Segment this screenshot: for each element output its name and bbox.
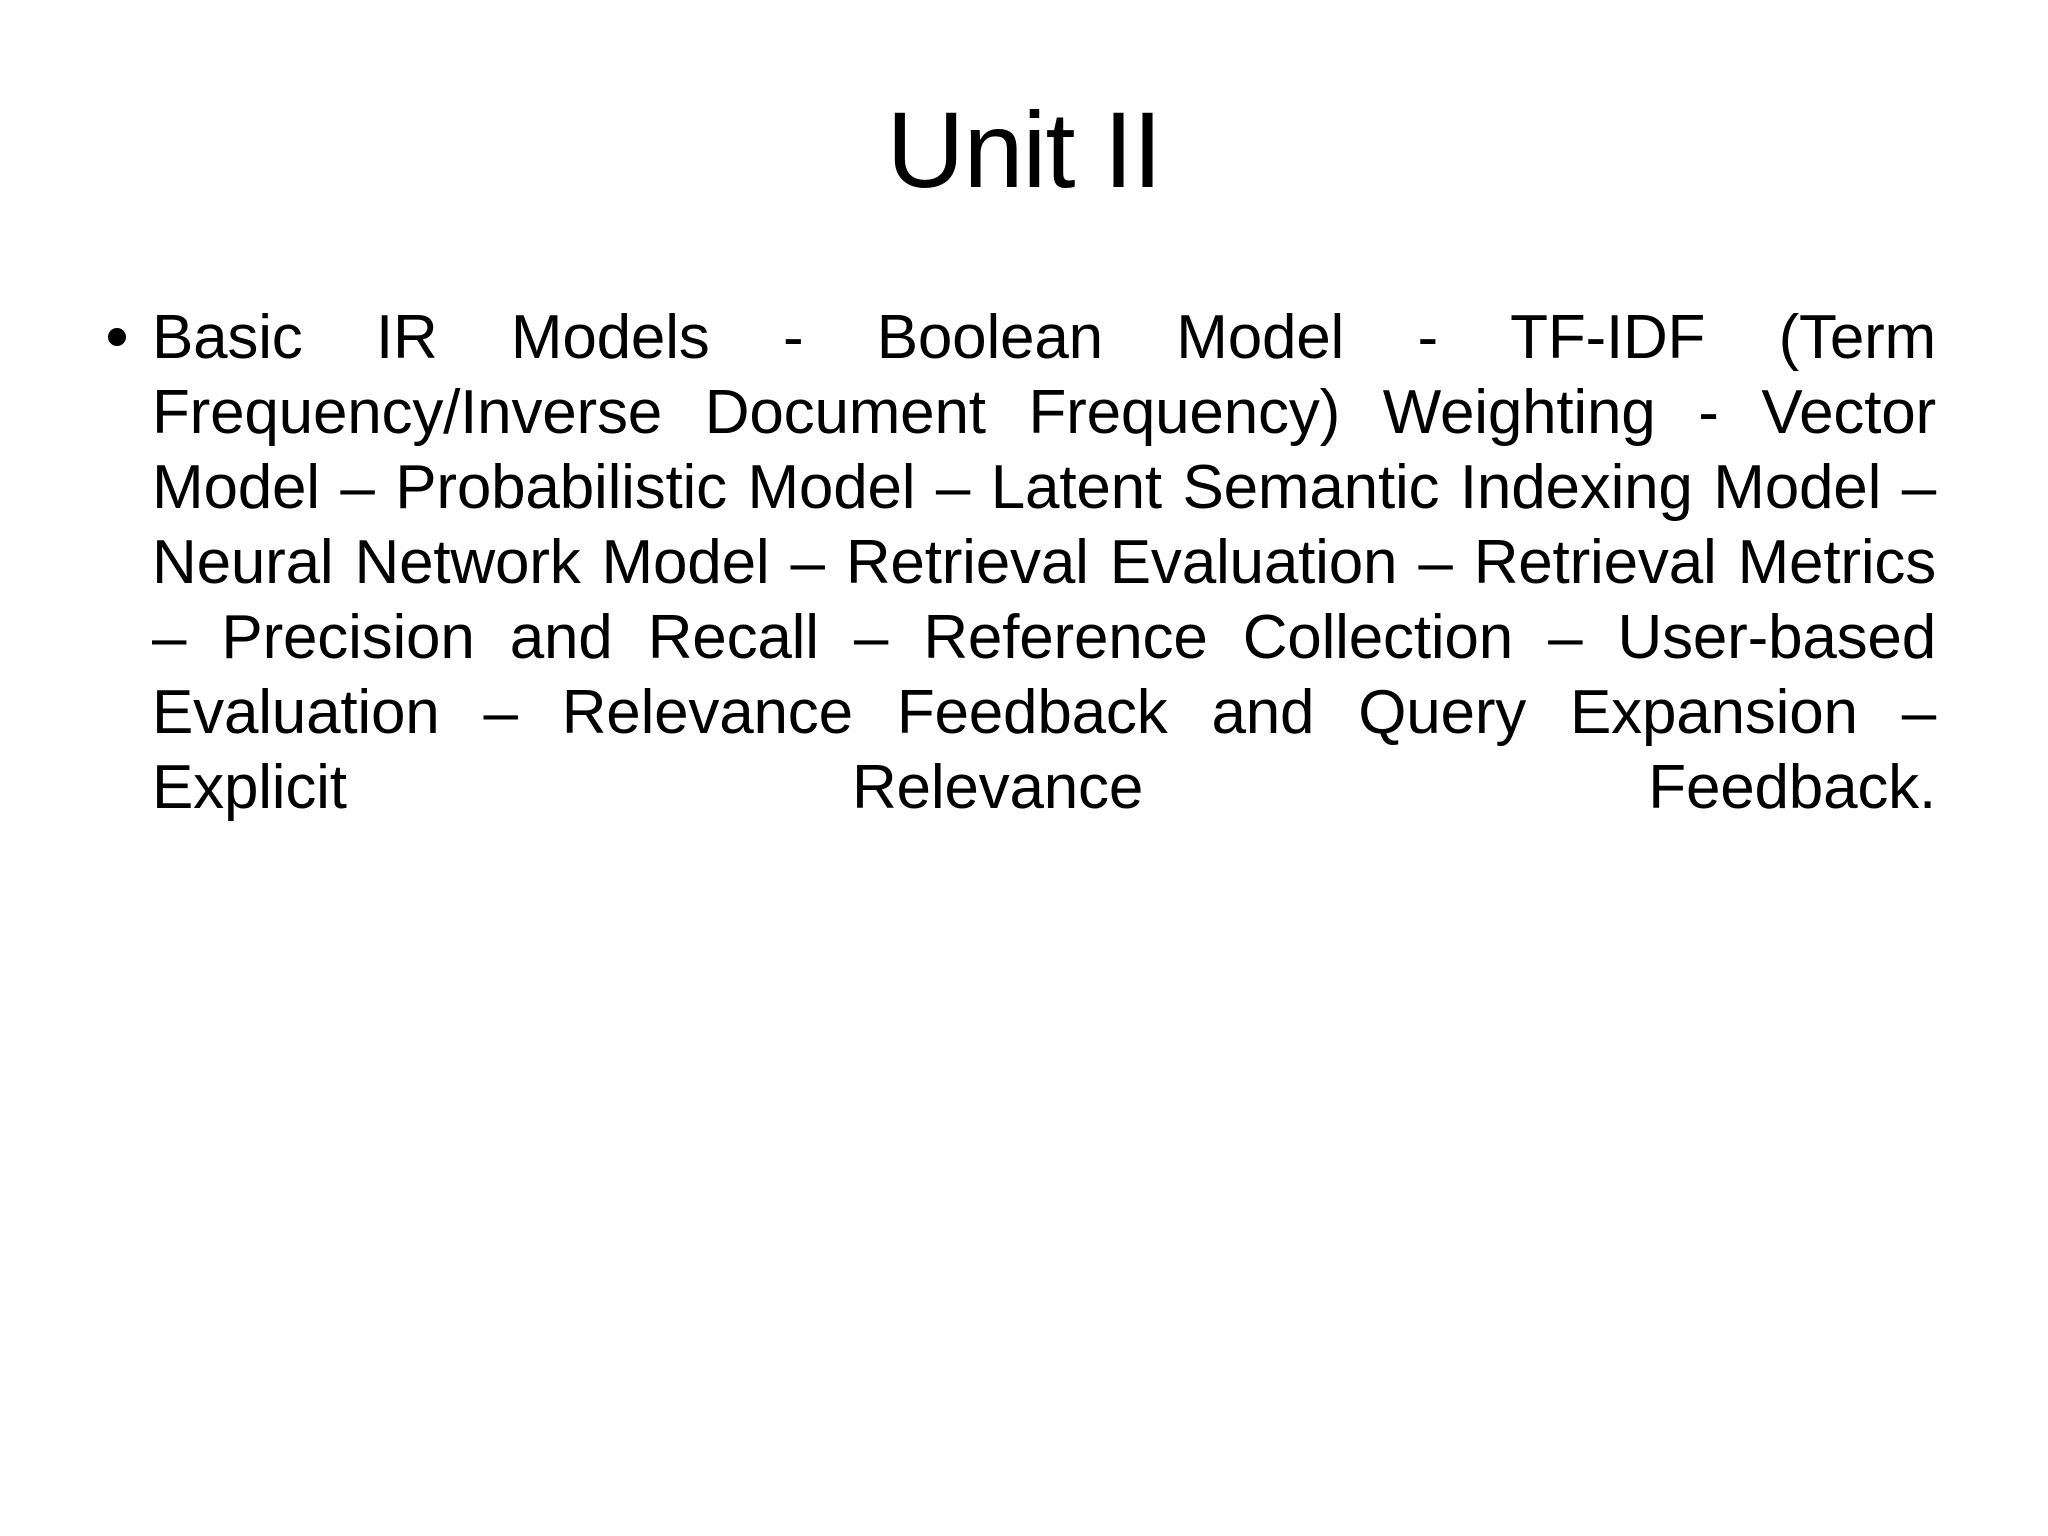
slide-body: Basic IR Models - Boolean Model - TF-IDF… bbox=[104, 300, 1936, 900]
page-title: Unit II bbox=[886, 89, 1162, 210]
list-item-text: Basic IR Models - Boolean Model - TF-IDF… bbox=[152, 303, 1936, 822]
bullet-dot-icon bbox=[108, 328, 126, 346]
list-item: Basic IR Models - Boolean Model - TF-IDF… bbox=[104, 300, 1936, 900]
